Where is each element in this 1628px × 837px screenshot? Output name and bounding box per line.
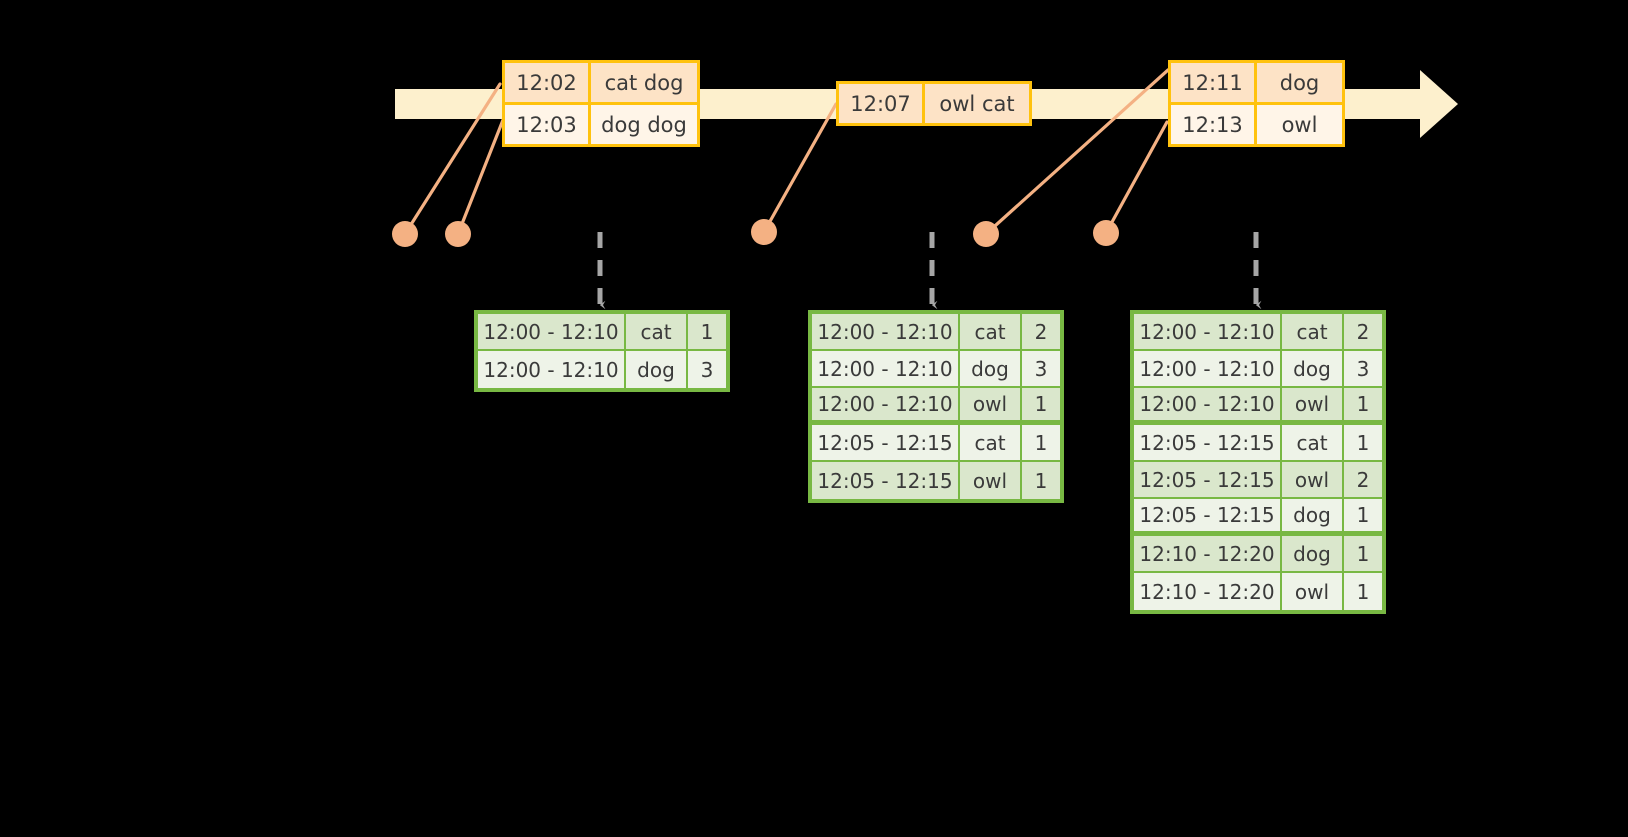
key-cell: dog: [1282, 536, 1344, 571]
event-value: dog: [1257, 63, 1342, 102]
count-cell: 1: [1344, 573, 1382, 610]
count-cell: 1: [1022, 462, 1060, 499]
key-cell: cat: [1282, 425, 1344, 460]
event-row: 12:13 owl: [1171, 102, 1342, 144]
key-cell: dog: [960, 351, 1022, 386]
window-cell: 12:05 - 12:15: [1134, 462, 1282, 497]
timeline-arrowhead-icon: [1420, 70, 1458, 138]
key-cell: cat: [1282, 314, 1344, 349]
window-cell: 12:00 - 12:10: [478, 351, 626, 388]
count-cell: 3: [1344, 351, 1382, 386]
window-cell: 12:00 - 12:10: [812, 351, 960, 386]
event-time: 12:02: [505, 63, 591, 102]
count-cell: 1: [688, 314, 726, 349]
key-cell: owl: [1282, 388, 1344, 420]
window-cell: 12:00 - 12:10: [812, 388, 960, 420]
key-cell: cat: [960, 314, 1022, 349]
event-dot-2: [445, 221, 471, 247]
key-cell: cat: [960, 425, 1022, 460]
event-value: owl: [1281, 112, 1318, 137]
count-cell: 1: [1022, 425, 1060, 460]
key-cell: owl: [960, 388, 1022, 420]
count-cell: 1: [1344, 499, 1382, 531]
count-cell: 1: [1022, 388, 1060, 420]
key-cell: dog: [1282, 499, 1344, 531]
window-cell: 12:05 - 12:15: [1134, 499, 1282, 531]
count-cell: 2: [1344, 314, 1382, 349]
window-cell: 12:05 - 12:15: [812, 425, 960, 460]
window-cell: 12:00 - 12:10: [1134, 314, 1282, 349]
connector-line-2: [456, 118, 505, 236]
event-dot-1: [392, 221, 418, 247]
window-cell: 12:05 - 12:15: [812, 462, 960, 499]
window-cell: 12:05 - 12:15: [1134, 425, 1282, 460]
count-cell: 2: [1022, 314, 1060, 349]
event-time: 12:03: [505, 105, 591, 144]
key-cell: dog: [626, 351, 688, 388]
event-time: 12:13: [1171, 105, 1257, 144]
dashed-arrows-group: [597, 232, 1262, 310]
key-cell: owl: [1282, 573, 1344, 610]
key-cell: dog: [1282, 351, 1344, 386]
event-dot-3: [751, 219, 777, 245]
key-cell: owl: [960, 462, 1022, 499]
event-dots-group: [392, 219, 1119, 247]
event-dot-5: [1093, 220, 1119, 246]
event-value: dog dog: [601, 112, 687, 137]
key-cell: owl: [1282, 462, 1344, 497]
event-time: 12:07: [839, 84, 925, 123]
key-cell: cat: [626, 314, 688, 349]
count-cell: 2: [1344, 462, 1382, 497]
connector-line-5: [1104, 120, 1169, 235]
count-cell: 3: [688, 351, 726, 388]
count-cell: 1: [1344, 388, 1382, 420]
count-cell: 1: [1344, 425, 1382, 460]
event-value: cat dog: [591, 63, 697, 102]
window-cell: 12:00 - 12:10: [478, 314, 626, 349]
window-cell: 12:00 - 12:10: [812, 314, 960, 349]
window-cell: 12:00 - 12:10: [1134, 351, 1282, 386]
window-cell: 12:10 - 12:20: [1134, 573, 1282, 610]
connector-line-3: [762, 102, 838, 234]
event-time: 12:11: [1171, 63, 1257, 102]
window-cell: 12:00 - 12:10: [1134, 388, 1282, 420]
event-value: owl cat: [925, 84, 1029, 123]
count-cell: 1: [1344, 536, 1382, 571]
count-cell: 3: [1022, 351, 1060, 386]
window-cell: 12:10 - 12:20: [1134, 536, 1282, 571]
event-dot-4: [973, 221, 999, 247]
event-row: 12:03 dog dog: [505, 102, 697, 144]
